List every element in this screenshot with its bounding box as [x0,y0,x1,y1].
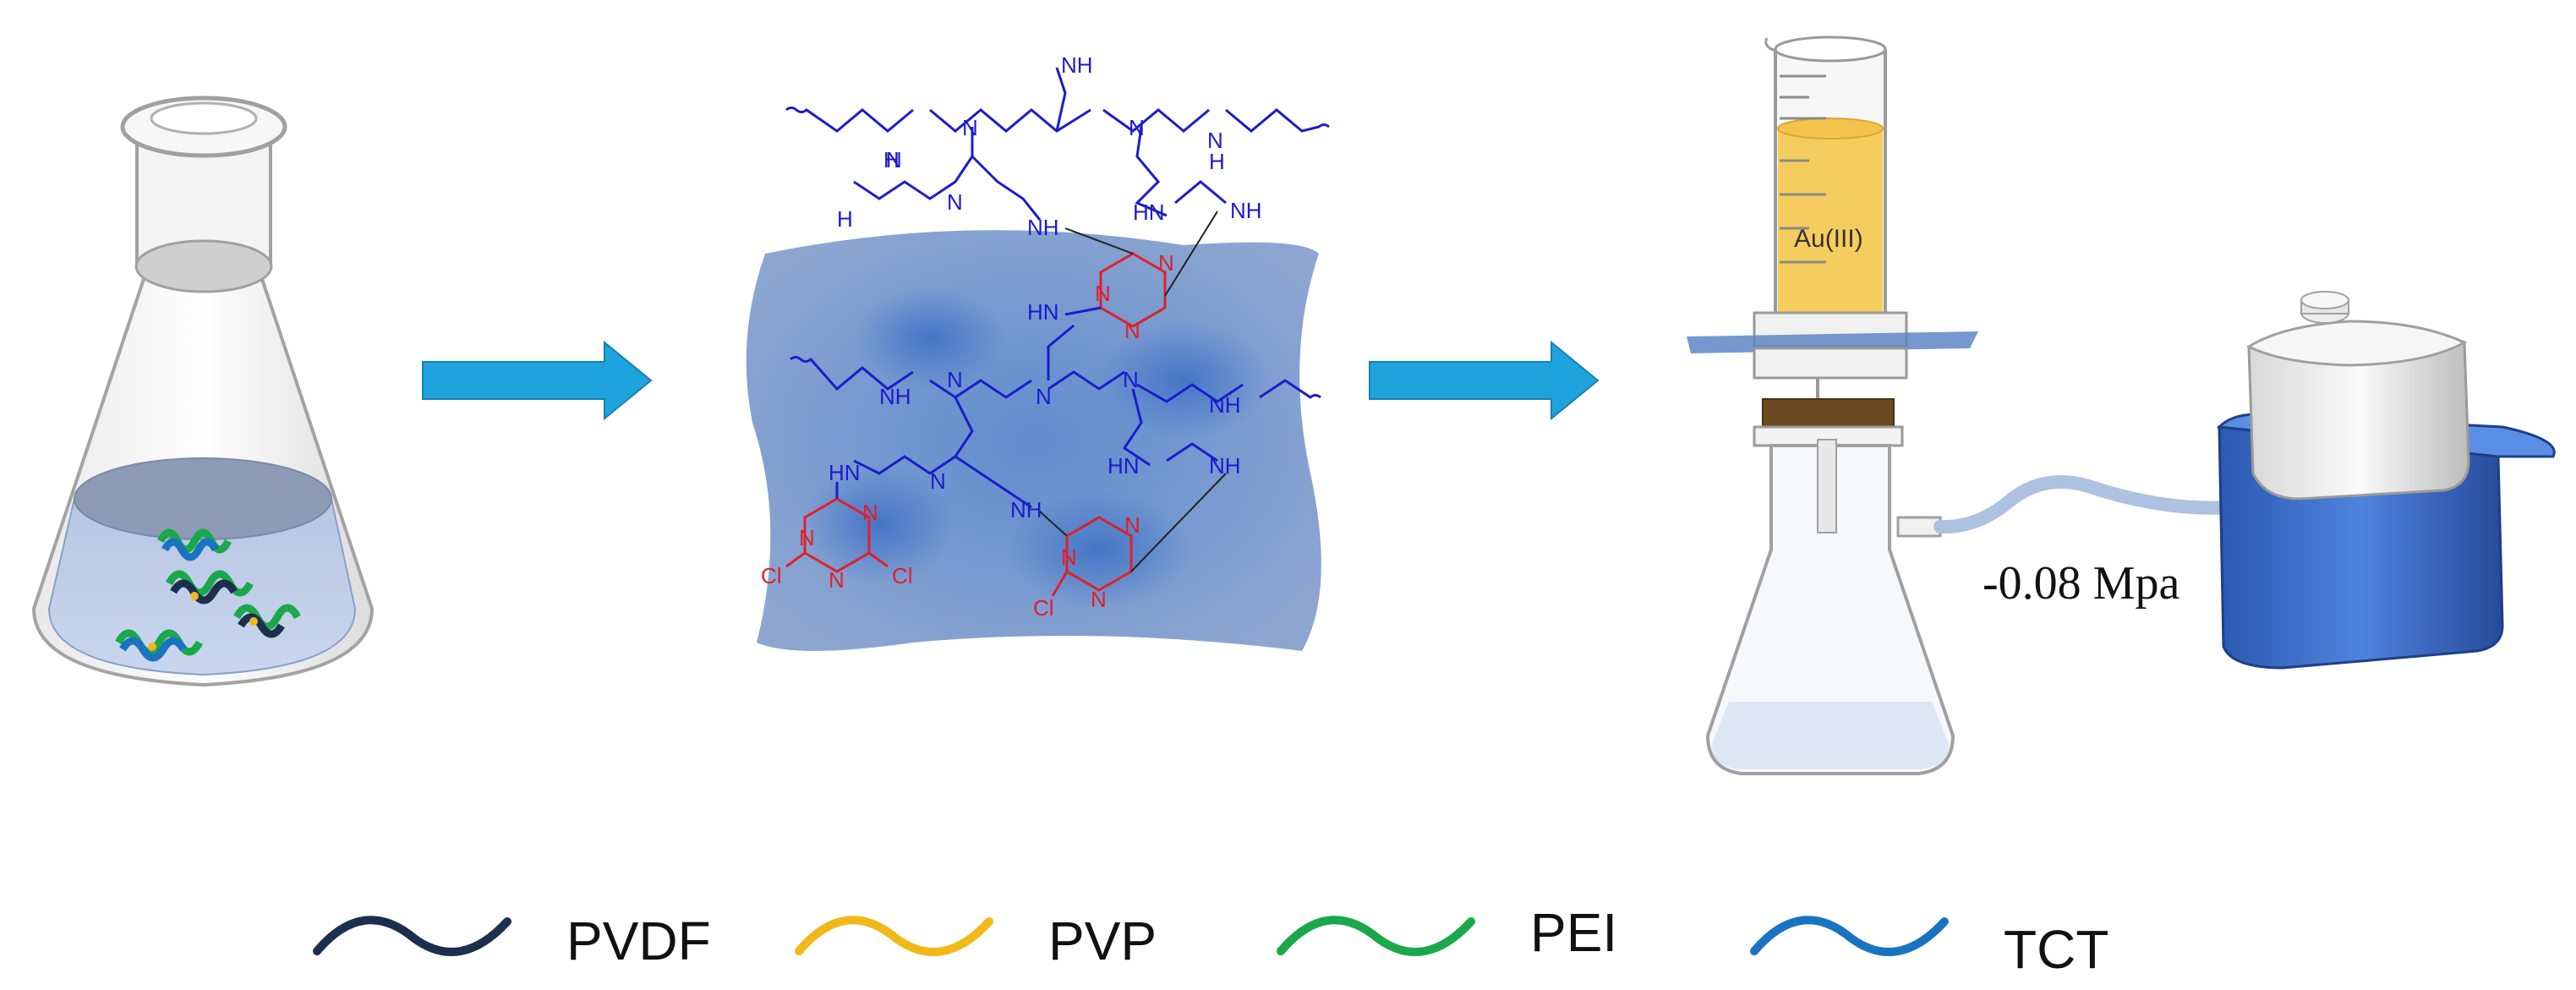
cylinder-label: Au(III) [1794,225,1863,253]
svg-text:N: N [962,115,978,140]
svg-text:H: H [883,147,900,172]
svg-text:NH: NH [1230,198,1262,223]
svg-text:N: N [1124,512,1140,538]
reaction-flask [31,96,375,687]
vacuum-pump [2216,291,2556,670]
svg-text:N: N [947,367,963,392]
svg-text:PEI: PEI [1530,902,1617,963]
svg-text:N: N [1091,587,1107,612]
svg-text:TCT: TCT [2004,919,2108,980]
pei-labels-middle: NH N N N NH N NH HN NH HN [829,367,1241,522]
svg-text:HN: HN [1133,200,1165,225]
process-arrow-1 [422,340,653,421]
pressure-label: -0.08 Mpa [1983,557,2179,610]
legend-item-tct: TCT [1750,916,2108,980]
filtration-setup: Au(III) [1687,36,2239,775]
triazine-ring-1: N N N [1064,211,1218,343]
pei-labels-top: N N N H N H NH H NH HN NH N HN [837,52,1262,325]
svg-text:HN: HN [829,460,861,485]
svg-text:N: N [947,189,963,215]
svg-text:NH: NH [1010,497,1042,522]
svg-text:N: N [1123,367,1139,392]
svg-text:N: N [886,147,902,172]
pei-chain-middle [790,324,1321,509]
svg-text:Cl: Cl [1033,595,1054,621]
svg-text:H: H [837,206,853,232]
pei-chain-top [785,67,1330,221]
svg-text:N: N [1036,384,1052,409]
svg-text:NH: NH [1061,52,1093,78]
triazine-ring-2: N N N Cl Cl [761,482,913,593]
au-solution [1778,127,1883,321]
svg-text:N: N [1061,544,1077,570]
legend: PVDF PVP PEI TCT [313,902,2108,980]
svg-text:N: N [1158,250,1174,276]
svg-text:NH: NH [879,384,911,409]
modified-membrane [746,230,1321,651]
svg-text:N: N [862,500,878,525]
svg-text:N: N [799,525,815,550]
svg-text:N: N [1207,128,1223,153]
svg-text:HN: HN [1027,299,1059,325]
svg-text:N: N [1124,318,1140,343]
legend-item-pvdf: PVDF [313,911,711,971]
svg-text:HN: HN [1108,453,1140,479]
svg-text:NH: NH [1027,215,1059,240]
svg-text:PVDF: PVDF [566,911,711,971]
svg-text:N: N [1129,115,1145,140]
legend-item-pei: PEI [1277,902,1617,963]
svg-text:PVP: PVP [1048,911,1157,971]
vacuum-tube [1933,475,2239,534]
svg-text:N: N [930,468,946,494]
svg-text:NH: NH [1209,392,1241,418]
svg-text:H: H [1209,149,1225,174]
polymer-coils [115,528,301,662]
legend-item-pvp: PVP [795,911,1157,971]
triazine-ring-3: N N N Cl [1033,473,1227,621]
svg-text:N: N [1095,281,1111,306]
svg-text:Cl: Cl [761,563,782,588]
process-arrow-2 [1369,340,1600,421]
svg-text:Cl: Cl [892,563,913,588]
svg-text:N: N [829,567,845,593]
